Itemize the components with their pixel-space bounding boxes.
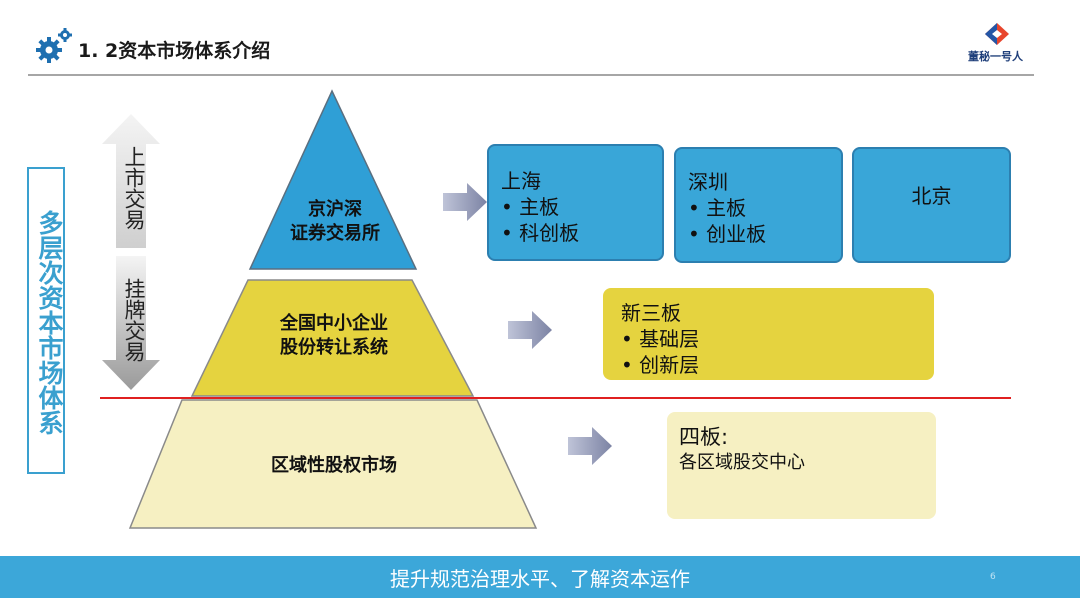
pyramid-top-line2: 证券交易所: [290, 223, 380, 244]
pyramid: [126, 88, 542, 532]
regional-subtitle: 各区域股交中心: [679, 452, 805, 473]
shanghai-box: 上海 • 主板 • 科创板: [487, 144, 664, 261]
page-number: 6: [990, 572, 996, 582]
pyramid-middle-tier: [190, 279, 475, 397]
shenzhen-box: 深圳 • 主板 • 创业板: [674, 147, 843, 263]
neeq-title: 新三板: [621, 301, 681, 325]
footer-bar: [0, 556, 1080, 598]
shanghai-item-main-board: • 主板: [501, 195, 560, 219]
settings-gears-icon: [34, 26, 76, 66]
pyramid-middle-line1: 全国中小企业: [280, 313, 388, 334]
header-divider: [28, 74, 1034, 76]
pyramid-middle-line2: 股份转让系统: [280, 337, 388, 358]
neeq-box: 新三板 • 基础层 • 创新层: [603, 288, 934, 380]
arrow-right-icon: [443, 183, 487, 221]
shanghai-item-star-market: • 科创板: [501, 221, 580, 245]
company-logo-icon: [984, 22, 1010, 46]
up-down-arrow-icon: [98, 112, 164, 392]
side-title: 多层次资本市场体系: [35, 209, 64, 435]
regional-box: 四板: 各区域股交中心: [667, 412, 936, 519]
arrow-right-icon: [508, 311, 552, 349]
neeq-item-basic: • 基础层: [621, 327, 700, 351]
beijing-title: 北京: [911, 184, 952, 208]
quoted-trade-label: 挂牌交易: [122, 278, 146, 362]
pyramid-top-line1: 京沪深: [308, 199, 362, 220]
pyramid-bottom-label: 区域性股权市场: [271, 455, 397, 476]
pyramid-middle-label: 全国中小企业 股份转让系统: [244, 312, 424, 360]
divider-line: [100, 397, 1011, 399]
pyramid-top-label: 京沪深 证券交易所: [260, 198, 410, 246]
pyramid-top-tier: [248, 89, 418, 270]
pyramid-bottom-tier: [128, 399, 538, 529]
company-logo-text: 董秘一号人: [968, 50, 1023, 63]
listing-trade-label: 上市交易: [122, 146, 146, 230]
shanghai-title: 上海: [501, 169, 541, 193]
shenzhen-item-chinext: • 创业板: [688, 222, 767, 246]
neeq-item-innovation: • 创新层: [621, 353, 700, 377]
regional-title: 四板:: [679, 425, 729, 449]
shenzhen-item-main-board: • 主板: [688, 196, 747, 220]
page-title: 1. 2资本市场体系介绍: [78, 40, 271, 62]
footer-slogan: 提升规范治理水平、了解资本运作: [390, 567, 690, 591]
shenzhen-title: 深圳: [688, 170, 728, 194]
arrow-right-icon: [568, 427, 612, 465]
beijing-box: 北京: [852, 147, 1011, 263]
side-title-frame: [27, 167, 65, 474]
